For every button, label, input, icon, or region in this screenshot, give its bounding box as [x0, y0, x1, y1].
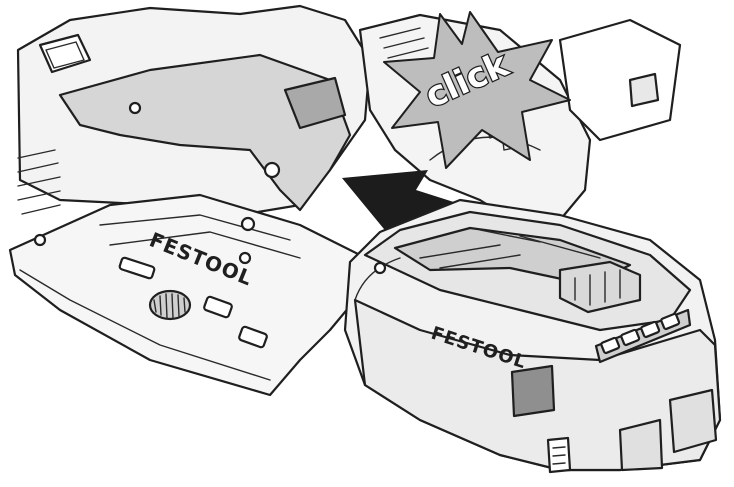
battery-foot-right [668, 388, 718, 454]
cover-screw-1 [128, 101, 142, 115]
tool-body: FESTOOL [8, 4, 372, 397]
click-callout: click [383, 11, 571, 169]
base-slot-2 [203, 295, 233, 319]
battery-corner-screw [373, 261, 387, 275]
battery-rail-lines [419, 229, 601, 269]
cover-screw-2 [263, 161, 281, 179]
click-starburst [383, 11, 571, 169]
blade-guard-window [628, 72, 660, 108]
battery-pack: FESTOOL [343, 198, 722, 474]
base-slot-1 [118, 256, 156, 280]
charge-indicator [594, 308, 692, 364]
battery-label [510, 364, 556, 418]
battery-foot-left [618, 418, 664, 472]
base-slot-3 [238, 325, 268, 349]
cover-panel [283, 76, 347, 130]
charge-led-4 [660, 312, 681, 331]
blade-guard-cap [558, 18, 682, 142]
vent-ribs [17, 149, 61, 215]
baseplate-edge [19, 269, 271, 381]
baseplate-rail [99, 214, 291, 241]
adjustment-knob [148, 289, 192, 321]
base-screw-3 [238, 251, 252, 265]
battery-edge-curve [354, 257, 401, 301]
base-screw-2 [240, 216, 256, 232]
charge-led-1 [600, 336, 621, 355]
handle-pad-inner [45, 41, 85, 69]
baseplate-rail-2 [109, 231, 301, 259]
charge-led-2 [620, 328, 641, 347]
base-screw-1 [33, 233, 47, 247]
charge-led-3 [640, 320, 661, 339]
